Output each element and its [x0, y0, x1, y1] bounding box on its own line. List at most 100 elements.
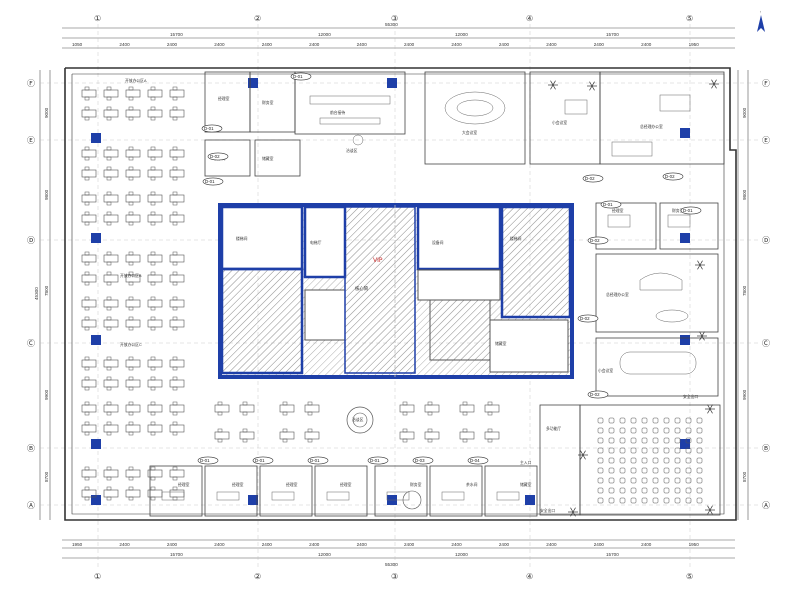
- office-room: [149, 465, 203, 517]
- desk-unit: [147, 316, 163, 331]
- column-block: [525, 495, 535, 505]
- door-tag: D-01: [197, 456, 219, 465]
- seat: [696, 447, 703, 454]
- axis-left-D: Ⓓ: [27, 236, 35, 245]
- desk-unit: [125, 376, 141, 391]
- dim-left-bay-5: 8700: [44, 471, 49, 482]
- axis-right-A: Ⓐ: [762, 501, 770, 510]
- desk-unit: [169, 271, 185, 286]
- open-office-labels: 开放办公区A 开放办公区B 开放办公区C: [120, 78, 147, 347]
- seat: [663, 477, 670, 484]
- seat: [619, 497, 626, 504]
- seat: [696, 457, 703, 464]
- seat: [696, 497, 703, 504]
- bottom-row-dim: 2400: [119, 542, 130, 547]
- plant-icon: [548, 80, 558, 90]
- desk-unit: [459, 401, 475, 416]
- plant-icon: [578, 450, 588, 460]
- top-dimension-lines: [39, 27, 749, 559]
- dim-right-bay-1: 9000: [742, 107, 747, 118]
- seat: [597, 457, 604, 464]
- office-desk: [161, 491, 185, 501]
- door-tag-label: D-01: [683, 208, 693, 213]
- seat: [630, 417, 637, 424]
- axis-bottom-2: ②: [254, 572, 261, 581]
- room-reception: 前台接待: [330, 110, 345, 115]
- axis-right-F: Ⓕ: [762, 79, 770, 88]
- room-training: 多功能厅: [546, 426, 561, 431]
- desk-unit: [147, 146, 163, 161]
- seat: [663, 457, 670, 464]
- seat: [696, 487, 703, 494]
- door-tag: D-02: [207, 152, 229, 161]
- axis-top-2: ②: [254, 14, 261, 23]
- desk-unit: [125, 466, 141, 481]
- room-bottom-storage: 储藏室: [520, 482, 532, 487]
- round-meeting-table: 洽谈区: [346, 406, 374, 434]
- desk-unit: [169, 251, 185, 266]
- desk-unit: [125, 86, 141, 101]
- desk-unit: [169, 401, 185, 416]
- seat: [608, 427, 615, 434]
- structural-columns: [91, 78, 690, 505]
- seat: [663, 417, 670, 424]
- bottom-row-dim: 2400: [309, 542, 320, 547]
- room-meeting-right: 小会议室: [598, 368, 613, 373]
- top-row-dim: 1950: [689, 42, 700, 47]
- plant-icon: [695, 260, 705, 270]
- door-tag-label: D-02: [590, 238, 600, 243]
- seat: [663, 447, 670, 454]
- seat: [597, 437, 604, 444]
- room-office-suite: 总经理办公室: [640, 124, 663, 129]
- axis-right-E: Ⓔ: [762, 136, 770, 145]
- seat: [652, 427, 659, 434]
- desk-unit: [147, 296, 163, 311]
- room-exit: 安全出口: [683, 394, 698, 399]
- seat: [641, 417, 648, 424]
- dim-bottom-overall: 55300: [385, 562, 398, 567]
- bottom-row-dim: 2400: [451, 542, 462, 547]
- seat: [674, 477, 681, 484]
- desk-unit: [214, 428, 230, 443]
- desk-unit: [169, 166, 185, 181]
- dimension-texts: 55300 15700 12000 12000 15700 55300 1570…: [34, 22, 747, 567]
- desk-unit: [304, 401, 320, 416]
- desk-unit: [279, 401, 295, 416]
- column-block: [248, 495, 258, 505]
- desk-unit: [484, 401, 500, 416]
- seat: [652, 467, 659, 474]
- dim-left-bay-4: 9900: [44, 389, 49, 400]
- office-room: [429, 465, 483, 517]
- door-tag: D-02: [587, 236, 609, 245]
- seat: [619, 437, 626, 444]
- desk-unit: [147, 211, 163, 226]
- core-label: 核心筒: [355, 285, 369, 292]
- bottom-row-dim: 2400: [262, 542, 273, 547]
- seat: [685, 477, 692, 484]
- desk-unit: [103, 466, 119, 481]
- office-desk: [326, 491, 350, 501]
- door-tag: D-02: [582, 174, 604, 183]
- desk-unit: [169, 486, 185, 501]
- column-block: [680, 335, 690, 345]
- room-manager-right-1: 经理室: [612, 208, 624, 213]
- office-room: [314, 465, 368, 517]
- desk-unit: [169, 86, 185, 101]
- desk-unit: [125, 296, 141, 311]
- top-row-dim: 2400: [404, 42, 415, 47]
- office-room: [204, 465, 258, 517]
- bottom-row-dim: 1950: [72, 542, 83, 547]
- desk-unit: [103, 251, 119, 266]
- desk-unit: [239, 401, 255, 416]
- axis-top-1: ①: [94, 14, 101, 23]
- open-office-a: 开放办公区A: [125, 78, 147, 83]
- desk-unit: [484, 428, 500, 443]
- desk-unit: [103, 356, 119, 371]
- top-row-dim: 2400: [641, 42, 652, 47]
- desk-unit: [147, 401, 163, 416]
- bottom-row-dim: 1950: [689, 542, 700, 547]
- top-row-dim: 2400: [546, 42, 557, 47]
- seat: [630, 497, 637, 504]
- dim-left-bay-2: 9800: [44, 189, 49, 200]
- desk-unit: [147, 106, 163, 121]
